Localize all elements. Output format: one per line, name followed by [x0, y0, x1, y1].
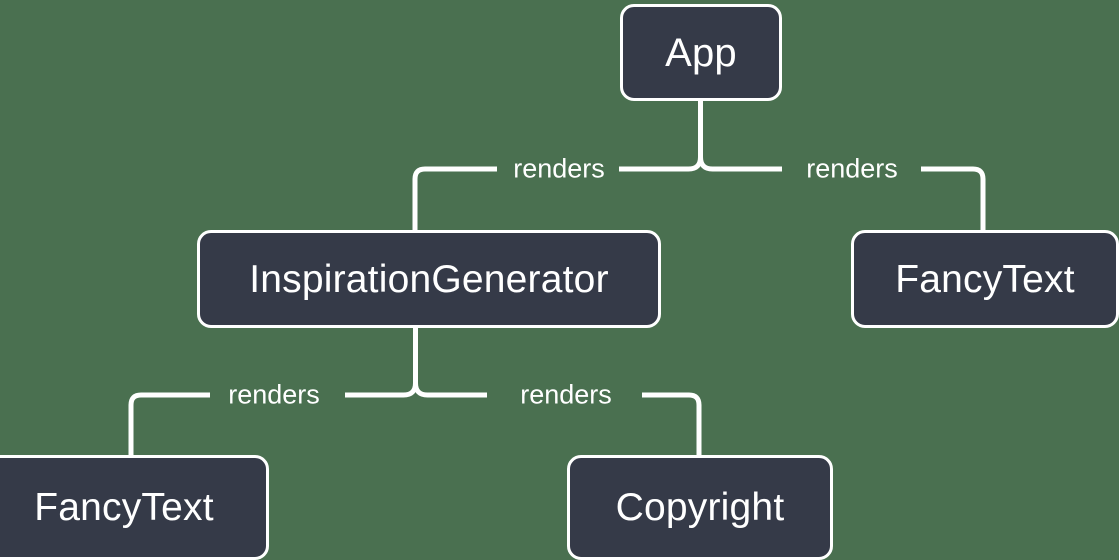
node-inspiration-generator-label: InspirationGenerator [249, 257, 609, 301]
node-fancytext-left-label: FancyText [34, 486, 214, 529]
edge-inspiration-to-fancytext-left-elbow [128, 392, 142, 455]
edge-app-to-fancytext-right-elbow [972, 166, 986, 230]
node-fancytext-right-label: FancyText [895, 257, 1075, 301]
edge-inspiration-to-fancytext-left [345, 382, 418, 398]
edge-label-app-to-inspiration: renders [513, 153, 605, 184]
edge-label-app-to-fancytext-right: renders [806, 153, 898, 184]
node-fancytext-right[interactable]: FancyText [851, 230, 1119, 328]
node-inspiration-generator[interactable]: InspirationGenerator [197, 230, 661, 328]
edge-label-inspiration-to-copyright: renders [520, 379, 612, 410]
node-fancytext-left[interactable]: FancyText [0, 455, 269, 560]
node-copyright-label: Copyright [615, 486, 785, 529]
node-app[interactable]: App [620, 4, 782, 101]
edge-app-to-inspiration-elbow [412, 166, 426, 230]
edge-inspiration-to-copyright-elbow [688, 392, 702, 455]
edge-app-to-fancytext-right [698, 156, 782, 172]
edge-inspiration-to-copyright [413, 382, 487, 398]
node-copyright[interactable]: Copyright [567, 455, 833, 560]
node-app-label: App [665, 30, 737, 75]
edge-label-inspiration-to-fancytext-left: renders [228, 379, 320, 410]
edge-app-to-inspiration [619, 156, 703, 172]
